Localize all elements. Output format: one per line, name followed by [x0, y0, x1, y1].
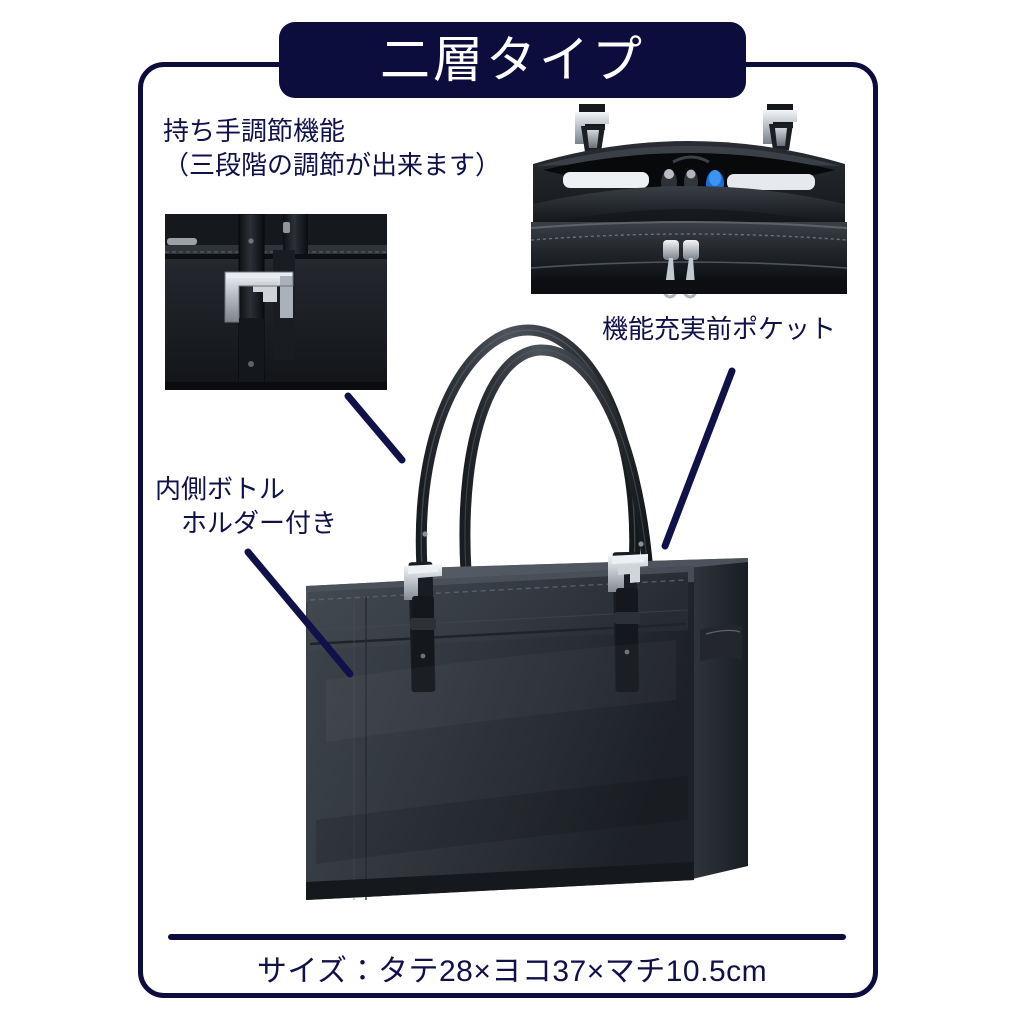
silver-buckle-shape [224, 271, 294, 323]
bag-handles [415, 324, 654, 578]
front-pocket-illustration [523, 104, 855, 300]
banner-title: 二層タイプ [380, 32, 645, 88]
callout-label-handle-adjust: 持ち手調節機能 （三段階の調節が出来ます） [163, 116, 502, 181]
size-specification: サイズ：タテ28×ヨコ37×マチ10.5cm [256, 955, 768, 988]
handle-adjuster-photo [165, 214, 387, 390]
callout-label-front-pocket: 機能充実前ポケット [602, 314, 837, 344]
leader-line-pocket [661, 367, 736, 550]
title-banner: 二層タイプ [279, 22, 746, 98]
pocket-top-straps [575, 104, 797, 152]
right-strap-buckle [608, 551, 648, 693]
left-strap-buckle [404, 561, 442, 693]
leader-line-handle [344, 392, 406, 464]
leader-line-bottle [244, 548, 354, 678]
handle-adjuster-illustration [165, 214, 387, 390]
callout-label-bottle-holder: 内側ボトル ホルダー付き [155, 474, 338, 539]
footer-divider [168, 934, 846, 940]
front-pocket-photo [523, 104, 855, 300]
main-bag-illustration [306, 324, 748, 900]
main-bag-photo [296, 300, 766, 910]
